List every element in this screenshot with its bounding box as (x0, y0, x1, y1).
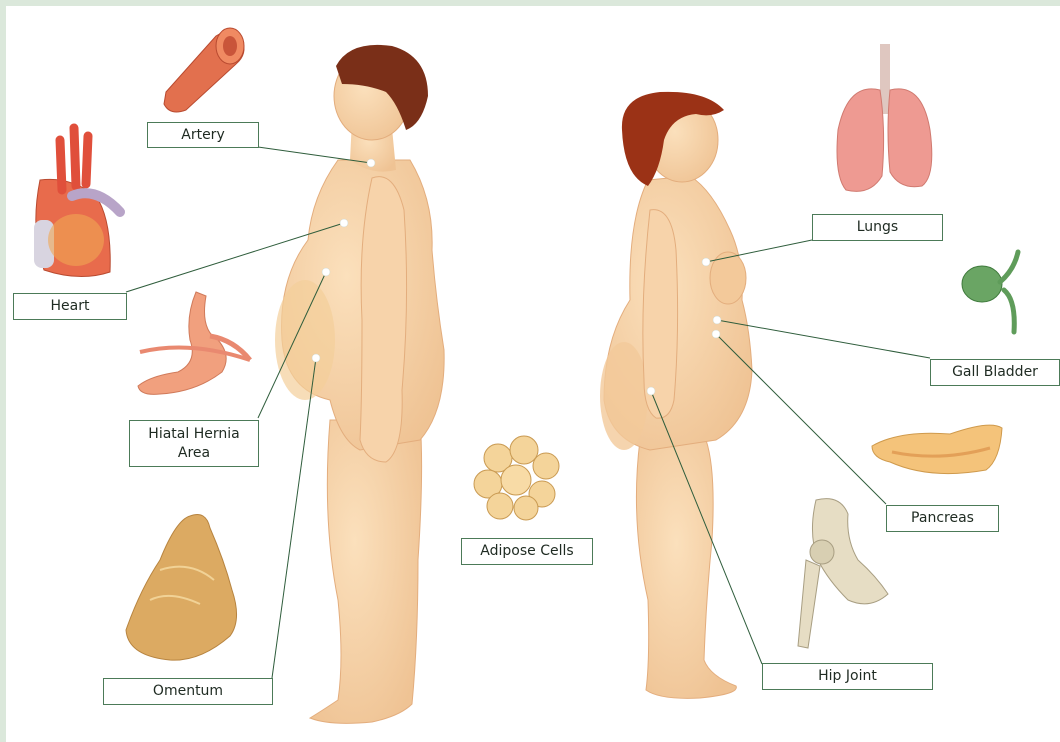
omentum-illustration (126, 515, 237, 661)
hip-joint-illustration (798, 499, 888, 648)
label-adipose-cells: Adipose Cells (461, 538, 593, 565)
gall-bladder-illustration (962, 252, 1018, 332)
label-gall-bladder: Gall Bladder (930, 359, 1060, 386)
lungs-illustration (837, 44, 932, 191)
label-artery: Artery (147, 122, 259, 148)
artery-illustration (164, 28, 244, 112)
pancreas-illustration (872, 425, 1002, 473)
label-heart: Heart (13, 293, 127, 320)
label-lungs: Lungs (812, 214, 943, 241)
male-figure (275, 45, 444, 723)
label-pancreas: Pancreas (886, 505, 999, 532)
label-hip-joint: Hip Joint (762, 663, 933, 690)
stomach-illustration (138, 292, 250, 394)
adipose-cells-illustration (474, 436, 559, 520)
female-figure (600, 92, 752, 699)
heart-illustration (34, 128, 120, 277)
label-omentum: Omentum (103, 678, 273, 705)
label-hiatal-hernia: Hiatal Hernia Area (129, 420, 259, 467)
